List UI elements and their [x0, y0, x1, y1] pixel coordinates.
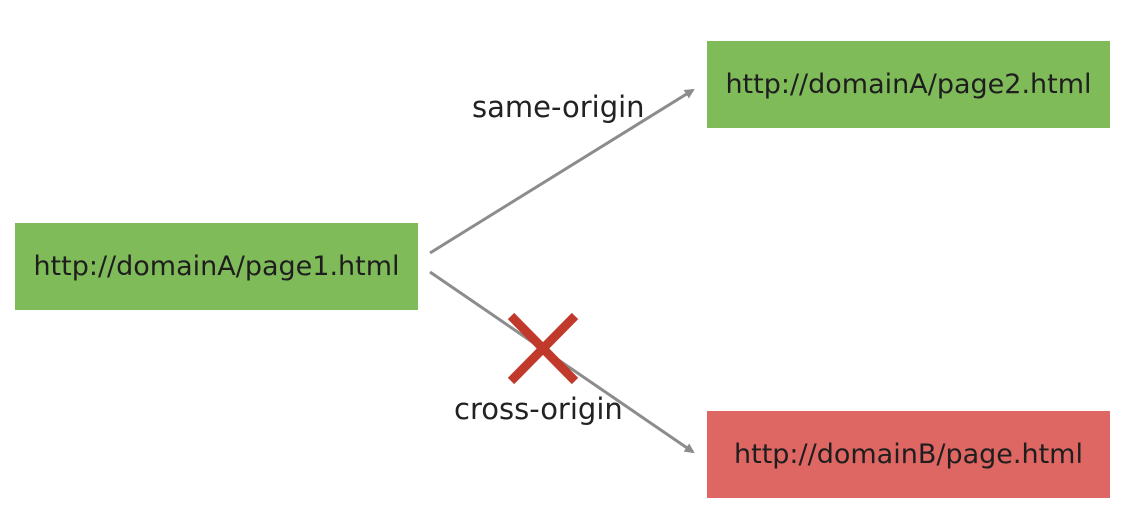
same-origin-label: same-origin	[472, 90, 645, 124]
same-origin-target-node: http://domainA/page2.html	[707, 41, 1110, 128]
source-page-node: http://domainA/page1.html	[15, 223, 418, 310]
same-origin-arrow	[429, 88, 695, 255]
cross-origin-target-node: http://domainB/page.html	[707, 411, 1110, 498]
cross-origin-label: cross-origin	[454, 392, 623, 426]
x-mark-icon	[507, 312, 579, 385]
